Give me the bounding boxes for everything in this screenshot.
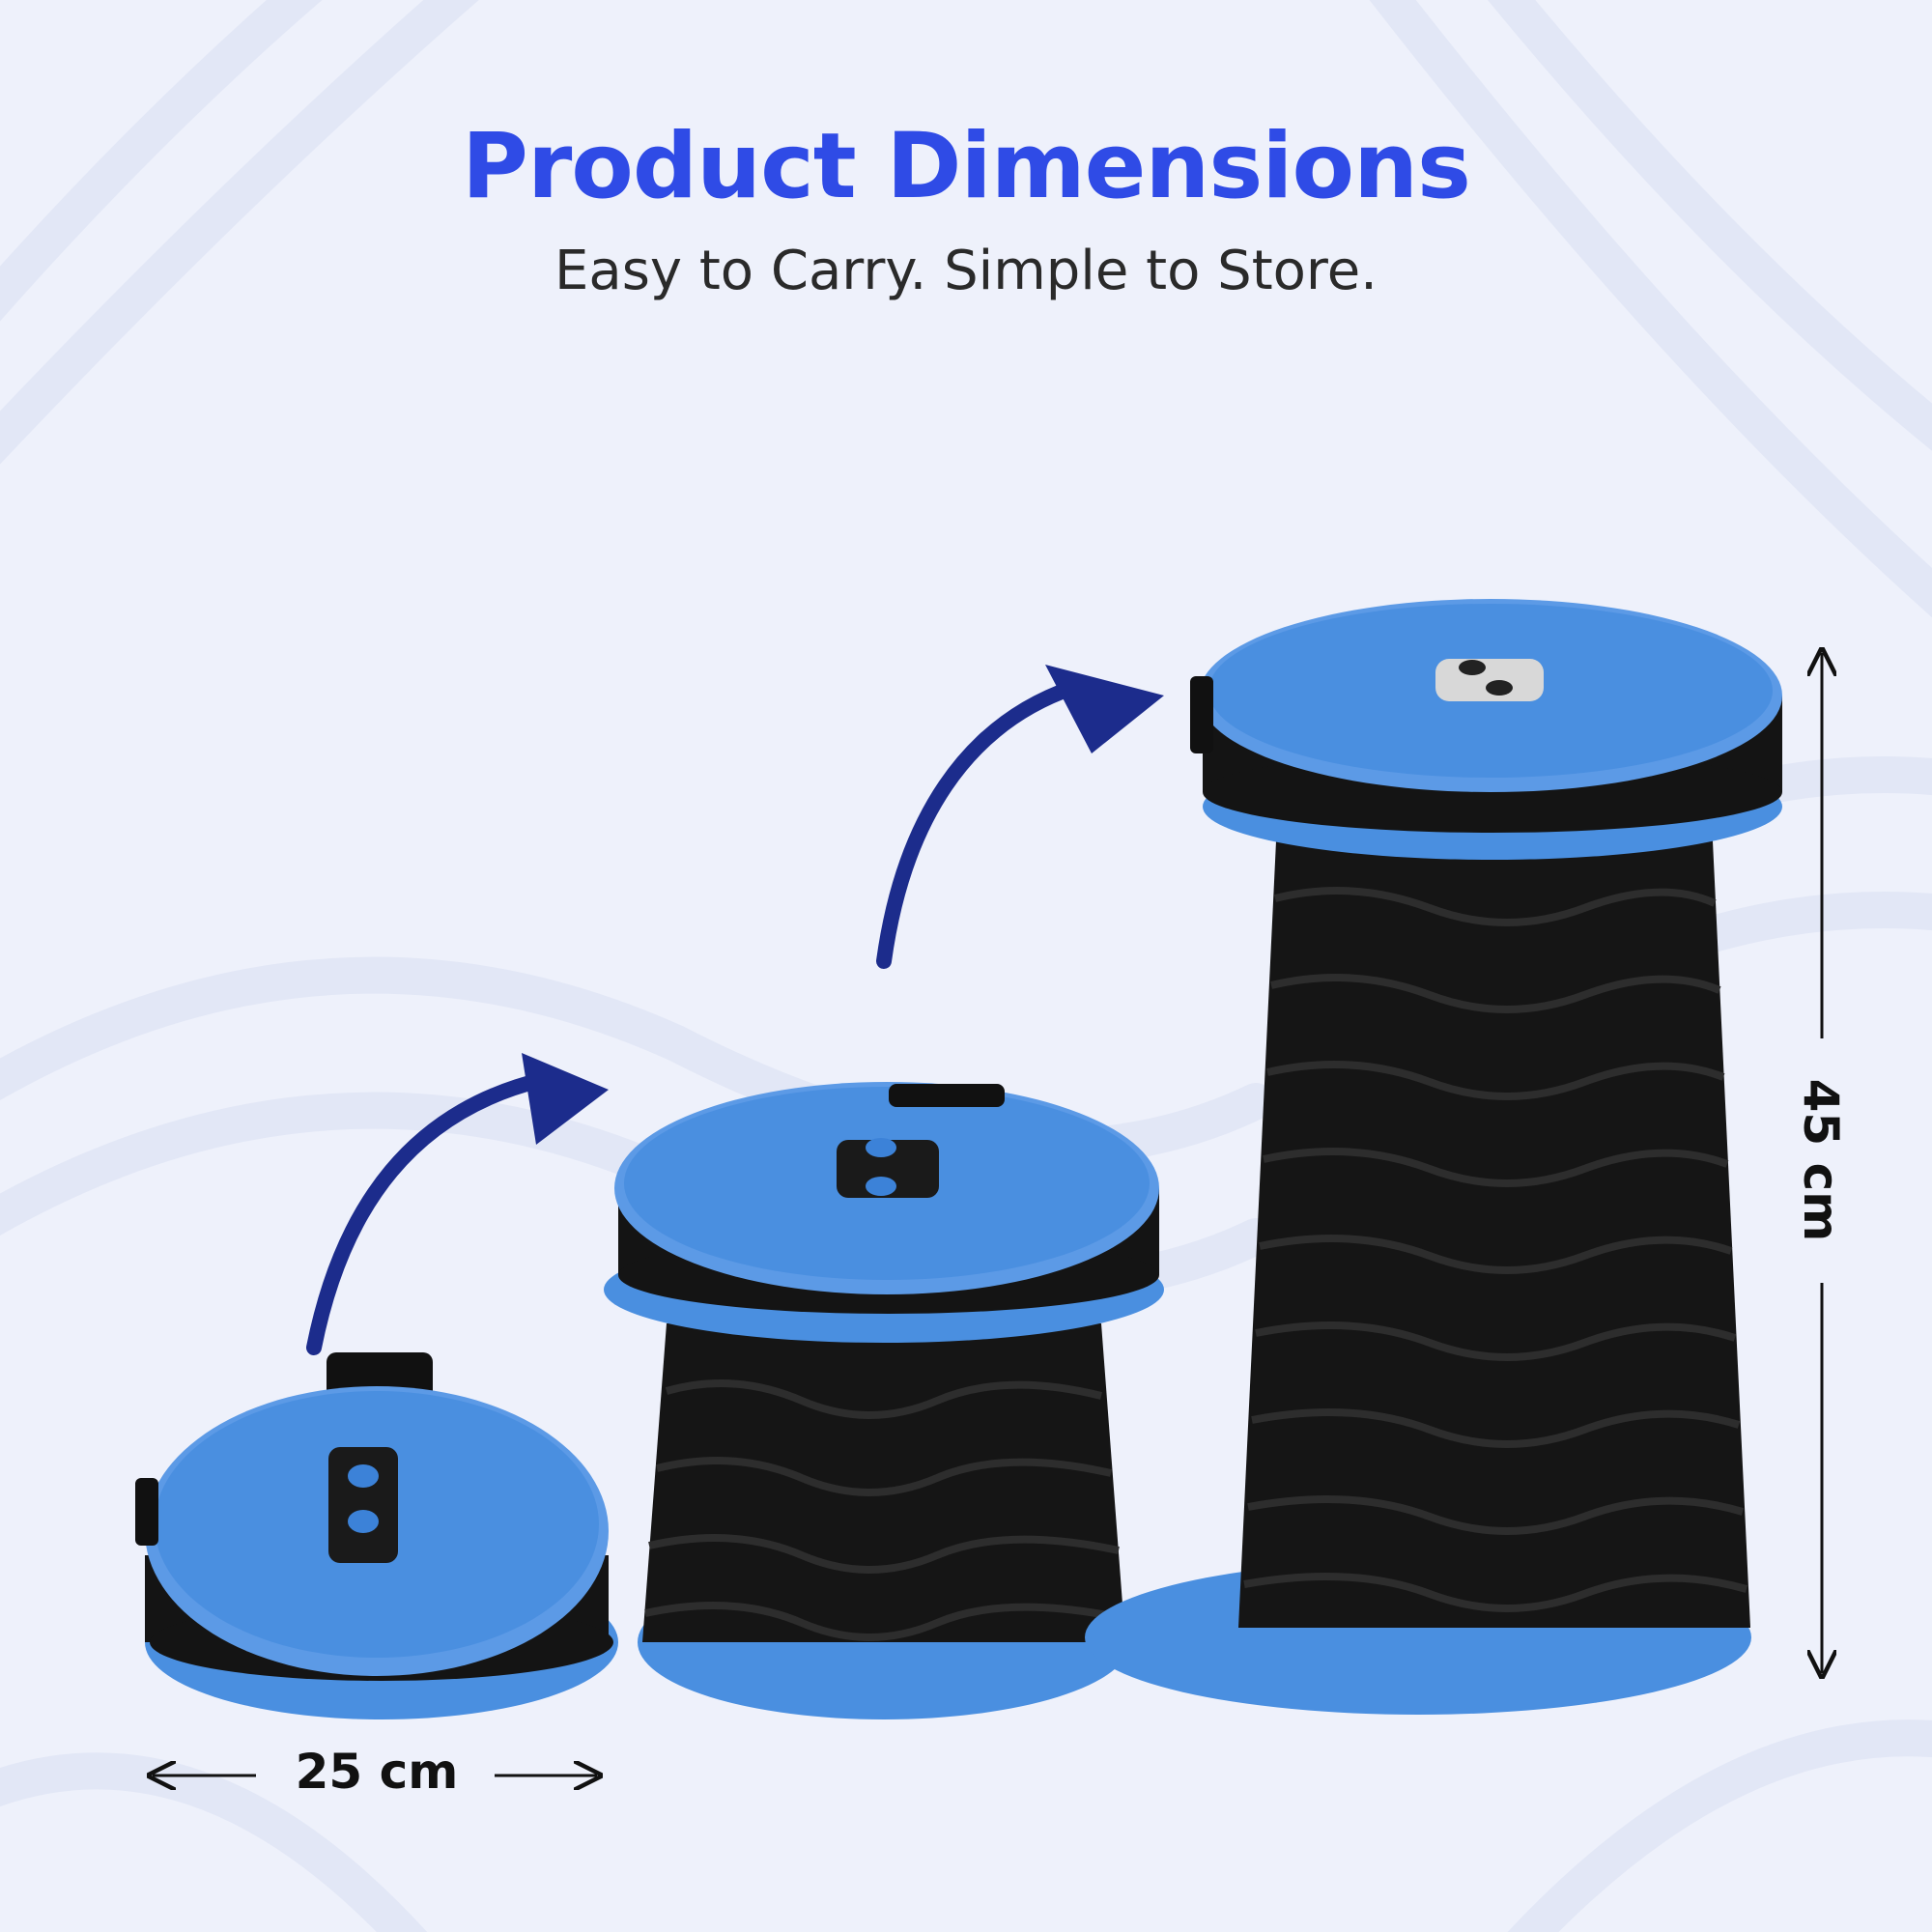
stool-fully-extended: [1085, 599, 1782, 1715]
progress-arrow-1: [306, 1053, 609, 1355]
stool-half-extended: [604, 1082, 1164, 1719]
progress-arrow-2: [876, 665, 1164, 969]
page-title: Product Dimensions: [462, 114, 1471, 219]
page-subtitle: Easy to Carry. Simple to Store.: [554, 240, 1378, 302]
stool-folded: [135, 1352, 618, 1719]
width-dimension-label: 25 cm: [295, 1744, 459, 1800]
height-dimension-label: 45 cm: [1793, 1078, 1849, 1242]
